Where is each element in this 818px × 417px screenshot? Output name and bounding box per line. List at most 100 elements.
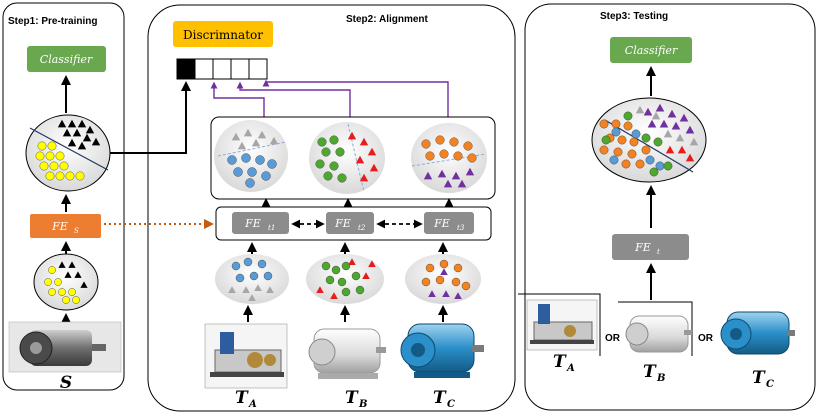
target-b-motor-image bbox=[308, 328, 386, 379]
discriminator-box bbox=[173, 21, 273, 47]
orange-circle-marker bbox=[641, 145, 651, 155]
orange-circle-marker bbox=[463, 141, 473, 151]
gray-triangle-marker bbox=[251, 138, 261, 147]
purple-triangle-marker bbox=[457, 179, 467, 188]
yellow-circle-marker bbox=[48, 288, 56, 296]
step3-classifier-box bbox=[610, 37, 692, 63]
blue-circle-marker bbox=[257, 259, 267, 269]
step3-target-a-label: T A bbox=[553, 352, 575, 374]
fe-t3-box: FE t3 bbox=[424, 212, 474, 234]
green-circle-marker bbox=[315, 159, 325, 169]
yellow-circle-marker bbox=[65, 171, 75, 181]
green-circle-marker bbox=[663, 161, 673, 171]
blue-circle-marker bbox=[227, 155, 237, 165]
yellow-circle-marker bbox=[68, 288, 76, 296]
gray-triangle-marker bbox=[651, 111, 661, 120]
target-c-label: T C bbox=[433, 388, 455, 410]
purple-triangle-marker bbox=[454, 292, 462, 300]
step3-or-label-1: OR bbox=[605, 333, 621, 344]
step3-target-b-label: T B bbox=[643, 362, 665, 384]
green-circle-marker bbox=[329, 161, 339, 171]
red-triangle-marker bbox=[359, 137, 369, 146]
red-triangle-marker bbox=[348, 258, 356, 266]
step3-or-label-2: OR bbox=[698, 333, 714, 344]
orange-circle-marker bbox=[435, 275, 445, 285]
svg-text:A: A bbox=[248, 399, 257, 410]
green-circle-marker bbox=[351, 271, 361, 281]
orange-circle-marker bbox=[613, 147, 623, 157]
yellow-circle-marker bbox=[49, 161, 59, 171]
yellow-circle-marker bbox=[72, 296, 80, 304]
fe-t3-sub: t3 bbox=[457, 224, 465, 232]
orange-circle-marker bbox=[621, 159, 631, 169]
fe-t1-sub: t1 bbox=[268, 224, 275, 232]
green-circle-marker bbox=[329, 135, 339, 145]
green-circle-marker bbox=[335, 147, 345, 157]
red-triangle-marker bbox=[362, 272, 370, 280]
source-to-discriminator-link bbox=[110, 81, 191, 154]
purple-triangle-marker bbox=[643, 107, 653, 116]
svg-text:T: T bbox=[433, 388, 447, 408]
step1-input-yellow bbox=[44, 266, 80, 304]
purple-triangle-marker bbox=[451, 171, 461, 180]
orange-circle-marker bbox=[421, 277, 431, 287]
orange-circle-marker bbox=[421, 139, 431, 149]
red-triangle-marker bbox=[665, 145, 675, 154]
fe-t1-box: FE t1 bbox=[232, 212, 289, 234]
green-circle-marker bbox=[601, 135, 611, 145]
blue-circle-marker bbox=[255, 155, 265, 165]
green-circle-marker bbox=[331, 265, 341, 275]
yellow-circle-marker bbox=[35, 151, 45, 161]
gray-triangle-marker bbox=[663, 129, 673, 138]
green-circle-marker bbox=[641, 133, 651, 143]
step1-fe-sub: S bbox=[74, 227, 79, 235]
orange-circle-marker bbox=[451, 277, 461, 287]
blue-circle-marker bbox=[609, 155, 619, 165]
svg-text:C: C bbox=[766, 379, 774, 390]
gray-triangle-marker bbox=[248, 294, 256, 302]
step1-panel: Step1: Pre-training Classifier FE S S bbox=[2, 2, 125, 393]
step3-frame bbox=[524, 3, 816, 411]
svg-text:T: T bbox=[643, 362, 657, 382]
orange-circle-marker bbox=[453, 263, 463, 273]
blue-circle-marker bbox=[645, 155, 655, 165]
step3-fe-box bbox=[612, 234, 689, 260]
yellow-circle-marker bbox=[48, 266, 56, 274]
black-triangle-marker bbox=[74, 271, 82, 278]
purple-triangle-marker bbox=[667, 109, 677, 118]
orange-circle-marker bbox=[439, 259, 449, 269]
blue-circle-marker bbox=[247, 167, 257, 177]
step1-decision-boundary bbox=[29, 127, 109, 171]
orange-circle-marker bbox=[599, 145, 609, 155]
green-circle-marker bbox=[325, 275, 335, 285]
purple-triangle-marker bbox=[437, 169, 447, 178]
black-triangle-marker bbox=[77, 141, 87, 150]
gray-triangle-marker bbox=[228, 286, 236, 294]
step1-classifier-box bbox=[27, 46, 106, 72]
step2-panel: Step2: Alignment Discrimnator bbox=[104, 4, 516, 412]
green-circle-marker bbox=[321, 147, 331, 157]
gray-triangle-marker bbox=[254, 284, 262, 292]
yellow-circle-marker bbox=[59, 161, 69, 171]
red-triangle-marker bbox=[359, 173, 369, 182]
green-circle-marker bbox=[337, 173, 347, 183]
svg-text:B: B bbox=[358, 399, 367, 410]
red-triangle-marker bbox=[368, 260, 376, 268]
gray-triangle-marker bbox=[243, 128, 253, 137]
purple-triangle-marker bbox=[465, 167, 475, 176]
gray-triangle-marker bbox=[231, 132, 241, 141]
green-circle-marker bbox=[653, 137, 663, 147]
yellow-circle-marker bbox=[39, 161, 49, 171]
orange-circle-marker bbox=[425, 151, 435, 161]
step3-target-c-label: T C bbox=[752, 368, 774, 390]
orange-circle-marker bbox=[425, 263, 435, 273]
purple-triangle-marker bbox=[440, 268, 448, 276]
orange-circle-marker bbox=[435, 135, 445, 145]
yellow-circle-marker bbox=[54, 278, 62, 286]
purple-triangle-marker bbox=[671, 121, 681, 130]
green-circle-marker bbox=[321, 261, 331, 271]
orange-circle-marker bbox=[449, 137, 459, 147]
yellow-circle-marker bbox=[45, 151, 55, 161]
step1-fe-box bbox=[30, 214, 101, 238]
